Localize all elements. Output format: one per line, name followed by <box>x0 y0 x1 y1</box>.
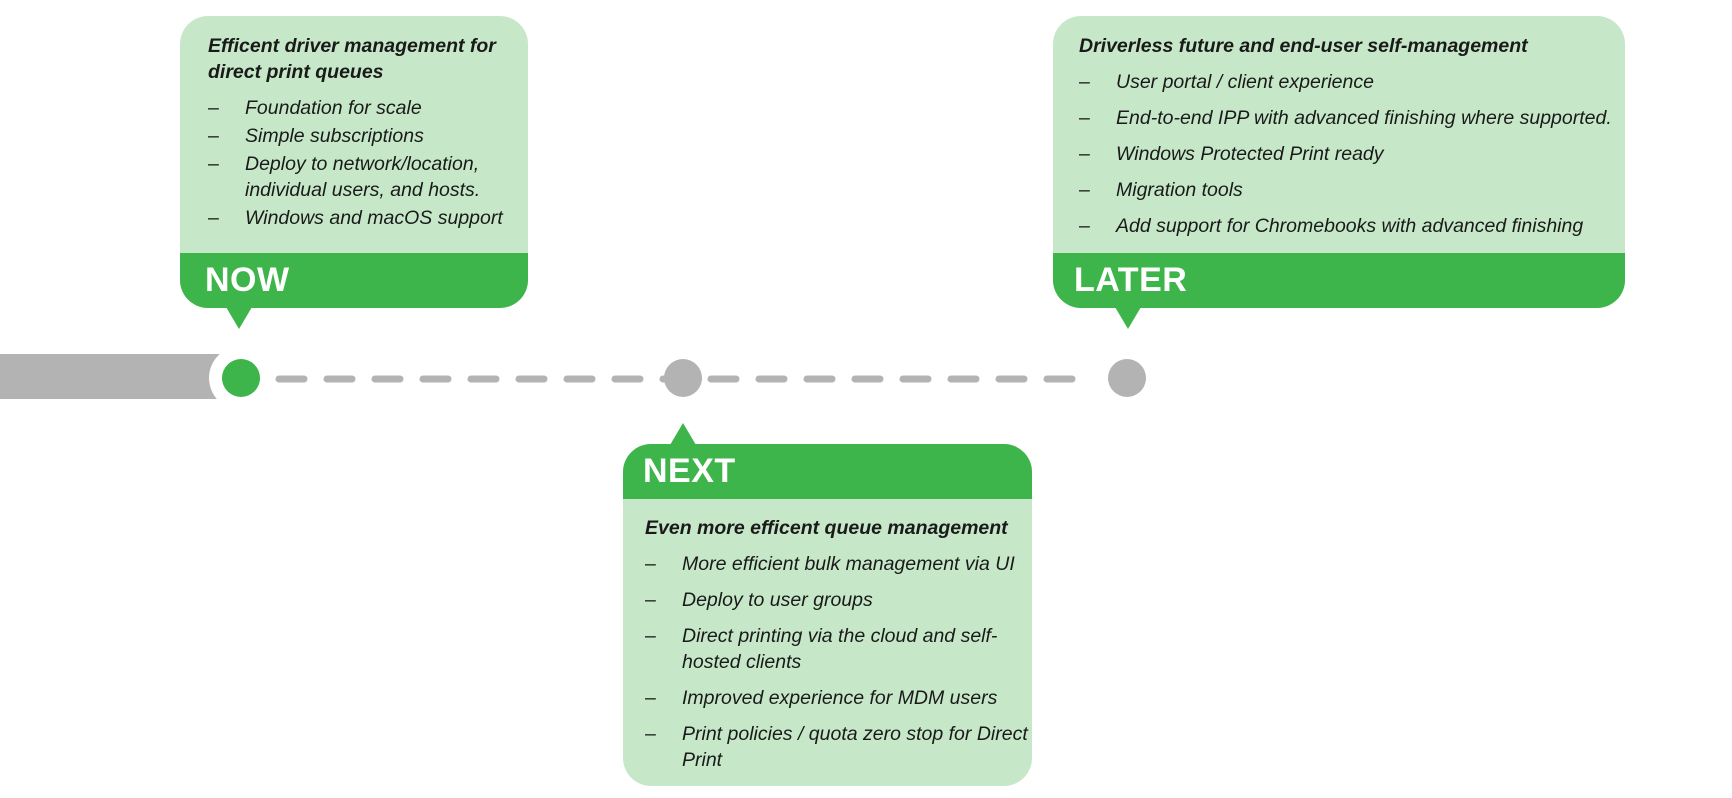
list-item: –Migration tools <box>1079 179 1243 201</box>
next-pointer <box>670 423 696 445</box>
timeline-past-track <box>0 354 222 399</box>
now-header: NOW <box>180 253 528 308</box>
later-pointer <box>1115 307 1141 329</box>
next-header: NEXT <box>623 444 1032 499</box>
list-item: –Windows and macOS support <box>208 207 503 229</box>
now-card-body: Efficent driver management for direct pr… <box>180 16 528 253</box>
list-item: –End-to-end IPP with advanced finishing … <box>1079 107 1612 129</box>
timeline-milestone-now <box>222 359 260 397</box>
now-pointer <box>226 307 252 329</box>
later-header: LATER <box>1053 253 1625 308</box>
list-item: –Windows Protected Print ready <box>1079 143 1384 165</box>
now-lead: Efficent driver management for direct pr… <box>208 35 496 83</box>
now-card: Efficent driver management for direct pr… <box>180 16 528 308</box>
timeline-milestone-next <box>664 359 702 397</box>
now-list: –Foundation for scale –Simple subscripti… <box>208 95 528 231</box>
list-item: –More efficient bulk management via UI <box>645 553 1015 575</box>
later-lead: Driverless future and end-user self-mana… <box>1079 35 1528 57</box>
list-item: –Print policies / quota zero stop for Di… <box>645 723 1028 771</box>
later-card-body: Driverless future and end-user self-mana… <box>1053 16 1625 253</box>
list-item: –Deploy to network/location, individual … <box>208 153 481 201</box>
later-card: Driverless future and end-user self-mana… <box>1053 16 1625 308</box>
next-card: NEXT Even more efficent queue management… <box>623 444 1032 786</box>
next-lead: Even more efficent queue management <box>645 517 1008 539</box>
list-item: –Add support for Chromebooks with advanc… <box>1079 215 1584 237</box>
list-item: –Improved experience for MDM users <box>645 687 998 709</box>
next-list: –More efficient bulk management via UI –… <box>645 551 1032 773</box>
next-card-body: Even more efficent queue management –Mor… <box>623 499 1032 773</box>
list-item: –Direct printing via the cloud and self-… <box>645 625 998 673</box>
list-item: –Foundation for scale <box>208 97 422 119</box>
list-item: –Simple subscriptions <box>208 125 424 147</box>
list-item: –Deploy to user groups <box>645 589 873 611</box>
later-list: –User portal / client experience –End-to… <box>1079 69 1625 239</box>
list-item: –User portal / client experience <box>1079 71 1374 93</box>
timeline-milestone-later <box>1108 359 1146 397</box>
